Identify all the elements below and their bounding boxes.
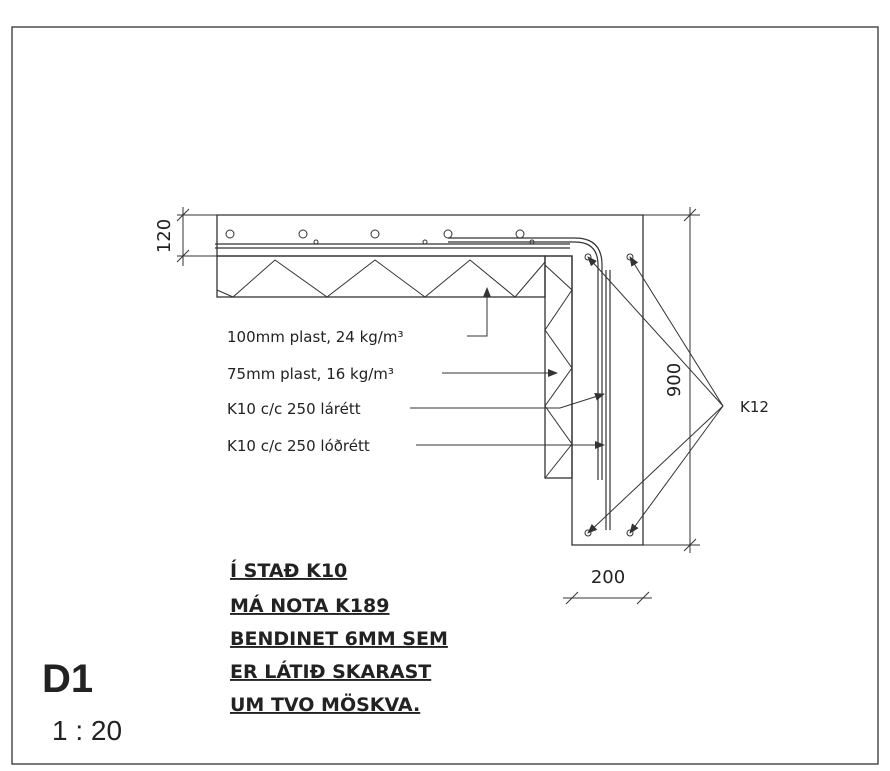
dimension-120-label: 120 [154, 219, 175, 253]
wall-rebar [584, 253, 634, 537]
sheet-frame [11, 26, 879, 765]
note-line-4: ER LÁTIÐ SKARAST [230, 660, 431, 683]
note-line-5: UM TVO MÖSKVA. [230, 692, 420, 716]
mesh-note: Í STAÐ K10 MÁ NOTA K189 BENDINET 6MM SEM… [230, 559, 448, 716]
label-insulation-75: 75mm plast, 16 kg/m³ [227, 365, 394, 383]
leader-rebar-horizontal [410, 392, 605, 409]
note-line-3: BENDINET 6MM SEM [230, 628, 448, 650]
k12-leaders [587, 256, 724, 534]
insulation-75 [544, 255, 573, 479]
detail-id: D1 [42, 657, 93, 701]
k12-label: K12 [740, 398, 769, 416]
slab-rebar [215, 229, 603, 480]
leader-insulation-100 [467, 287, 491, 337]
dimension-900 [643, 207, 700, 553]
label-rebar-horizontal: K10 c/c 250 lárétt [227, 400, 361, 418]
insulation-100 [216, 255, 546, 298]
dimension-900-label: 900 [664, 363, 685, 397]
dimension-200-label: 200 [591, 567, 625, 588]
dimension-200 [563, 591, 652, 605]
detail-scale: 1 : 20 [52, 715, 122, 746]
note-line-1: Í STAÐ K10 [230, 559, 347, 582]
label-insulation-100: 100mm plast, 24 kg/m³ [227, 328, 403, 346]
label-rebar-vertical: K10 c/c 250 lóðrétt [227, 437, 370, 455]
note-line-2: MÁ NOTA K189 [230, 594, 389, 617]
dimension-120 [176, 207, 217, 266]
